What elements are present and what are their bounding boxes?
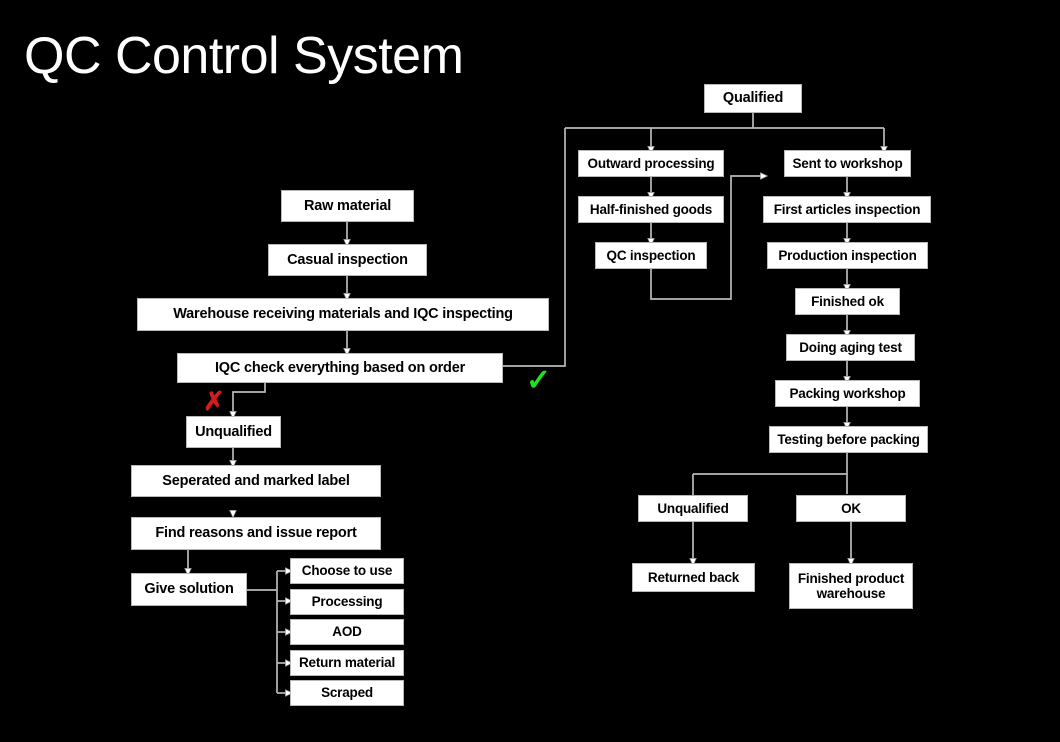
node-qualified[interactable]: Qualified (704, 84, 802, 113)
node-final-unqualified[interactable]: Unqualified (638, 495, 748, 522)
node-qc-inspection[interactable]: QC inspection (595, 242, 707, 269)
node-outward-processing[interactable]: Outward processing (578, 150, 724, 177)
node-production-inspection[interactable]: Production inspection (767, 242, 928, 269)
wire-iqc-to-unqualified (229, 381, 266, 420)
fail-cross-icon: ✗ (203, 386, 225, 416)
node-seperated-marked-label[interactable]: Seperated and marked label (131, 465, 381, 497)
pass-check-icon: ✓ (526, 364, 552, 397)
node-warehouse-receiving[interactable]: Warehouse receiving materials and IQC in… (137, 298, 549, 331)
node-return-material[interactable]: Return material (290, 650, 404, 676)
node-aod[interactable]: AOD (290, 619, 404, 645)
page-title: QC Control System (24, 27, 464, 85)
node-processing[interactable]: Processing (290, 589, 404, 615)
node-first-articles-inspection[interactable]: First articles inspection (763, 196, 931, 223)
node-packing-workshop[interactable]: Packing workshop (775, 380, 920, 407)
node-returned-back[interactable]: Returned back (632, 563, 755, 592)
node-sent-to-workshop[interactable]: Sent to workshop (784, 150, 911, 177)
node-choose-to-use[interactable]: Choose to use (290, 558, 404, 584)
node-half-finished-goods[interactable]: Half-finished goods (578, 196, 724, 223)
node-find-reasons-issue-report[interactable]: Find reasons and issue report (131, 517, 381, 550)
node-finished-ok[interactable]: Finished ok (795, 288, 900, 315)
node-casual-inspection[interactable]: Casual inspection (268, 244, 427, 276)
node-scraped[interactable]: Scraped (290, 680, 404, 706)
node-give-solution[interactable]: Give solution (131, 573, 247, 606)
node-finished-product-warehouse[interactable]: Finished product warehouse (789, 563, 913, 609)
node-unqualified-material[interactable]: Unqualified (186, 416, 281, 448)
node-final-ok[interactable]: OK (796, 495, 906, 522)
wire-qcinspection-loop (650, 172, 769, 300)
node-iqc-check[interactable]: IQC check everything based on order (177, 353, 503, 383)
node-testing-before-packing[interactable]: Testing before packing (769, 426, 928, 453)
node-doing-aging-test[interactable]: Doing aging test (786, 334, 915, 361)
node-raw-material[interactable]: Raw material (281, 190, 414, 222)
